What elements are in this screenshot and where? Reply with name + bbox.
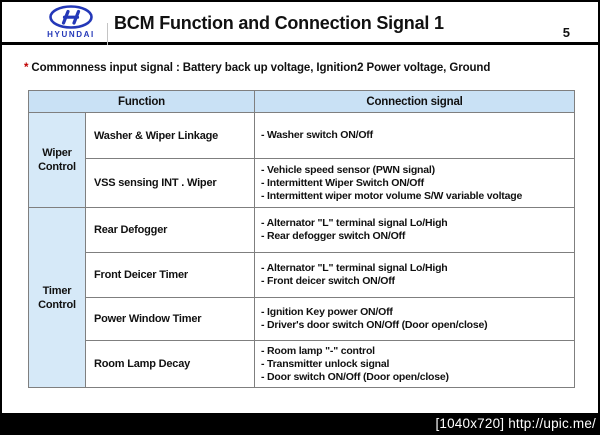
brand-wordmark: HYUNDAI (47, 30, 95, 39)
table-row: Power Window Timer - Ignition Key power … (29, 297, 576, 341)
table-row: Wiper Control Washer & Wiper Linkage - W… (28, 112, 576, 208)
commonness-note: *Commonness input signal : Battery back … (24, 62, 490, 74)
signal-line: - Ignition Key power ON/Off (261, 306, 393, 318)
slide-header: HYUNDAI BCM Function and Connection Sign… (2, 2, 598, 45)
group-cell-timer-control: Timer Control (28, 207, 86, 388)
table-row: VSS sensing INT . Wiper - Vehicle speed … (29, 158, 576, 208)
note-text: Commonness input signal : Battery back u… (31, 62, 491, 74)
signal-line: - Front deicer switch ON/Off (261, 275, 395, 287)
bcm-function-table: Function Connection signal Wiper Control… (27, 90, 576, 388)
function-cell: VSS sensing INT . Wiper (84, 158, 256, 208)
page-number: 5 (562, 25, 570, 40)
function-cell: Room Lamp Decay (84, 340, 256, 388)
header-divider (107, 23, 108, 45)
table-header-row: Function Connection signal (27, 90, 576, 113)
slide: HYUNDAI BCM Function and Connection Sign… (0, 0, 600, 414)
signal-line: - Vehicle speed sensor (PWN signal) (261, 163, 435, 176)
column-header-function: Function (27, 90, 256, 113)
signal-cell: - Ignition Key power ON/Off - Driver's d… (254, 297, 576, 341)
signal-line: - Driver's door switch ON/Off (Door open… (261, 319, 488, 331)
function-cell: Power Window Timer (84, 297, 256, 341)
signal-line: - Rear defogger switch ON/Off (261, 230, 406, 242)
hyundai-logo-icon (49, 5, 93, 29)
function-cell: Washer & Wiper Linkage (84, 112, 256, 159)
page-title: BCM Function and Connection Signal 1 (114, 13, 444, 33)
signal-line: - Door switch ON/Off (Door open/close) (261, 370, 449, 383)
watermark-bar: [1040x720] http://upic.me/ (0, 413, 600, 435)
signal-line: - Room lamp "-" control (261, 344, 375, 357)
signal-cell: - Alternator "L" terminal signal Lo/High… (254, 207, 576, 253)
column-header-connection-signal: Connection signal (254, 90, 576, 113)
signal-cell: - Washer switch ON/Off (254, 112, 576, 159)
signal-line: - Alternator "L" terminal signal Lo/High (261, 217, 448, 229)
signal-cell: - Alternator "L" terminal signal Lo/High… (254, 252, 576, 298)
table-row: Room Lamp Decay - Room lamp "-" control … (29, 340, 576, 388)
note-asterisk: * (24, 62, 29, 74)
table-row: Timer Control Rear Defogger - Alternator… (28, 207, 576, 388)
signal-line: - Washer switch ON/Off (261, 129, 373, 141)
function-cell: Front Deicer Timer (84, 252, 256, 298)
signal-line: - Transmitter unlock signal (261, 357, 390, 370)
function-cell: Rear Defogger (84, 207, 256, 253)
watermark-text: [1040x720] http://upic.me/ (435, 416, 596, 431)
group-cell-wiper-control: Wiper Control (28, 112, 86, 208)
table-row: Front Deicer Timer - Alternator "L" term… (29, 252, 576, 298)
signal-line: - Alternator "L" terminal signal Lo/High (261, 262, 448, 274)
signal-cell: - Room lamp "-" control - Transmitter un… (254, 340, 576, 388)
signal-line: - Intermittent Wiper Switch ON/Off (261, 176, 424, 189)
signal-cell: - Vehicle speed sensor (PWN signal) - In… (254, 158, 576, 208)
hyundai-logo: HYUNDAI (40, 5, 102, 43)
signal-line: - Intermittent wiper motor volume S/W va… (261, 189, 523, 202)
